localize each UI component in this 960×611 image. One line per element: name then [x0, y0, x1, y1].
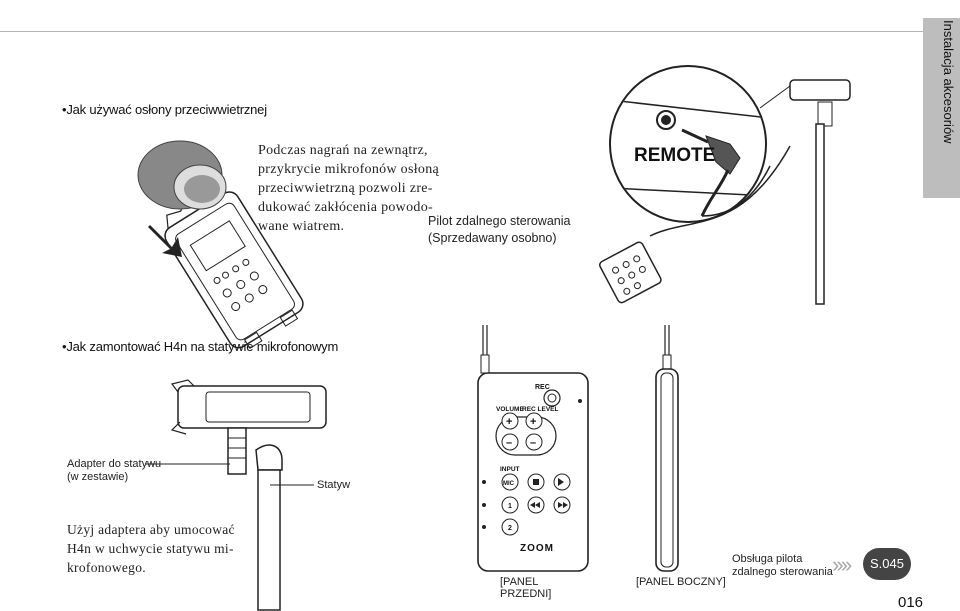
windscreen-line-5: wane wiatrem.: [258, 219, 345, 234]
remote-caption-line-2: (Sprzedawany osobno): [428, 231, 557, 245]
remote-side-panel: [655, 325, 679, 572]
rec-label: REC: [535, 384, 550, 391]
reference-arrows: ››››: [832, 552, 852, 577]
rec-level-label: REC LEVEL: [522, 406, 559, 413]
rec-level-minus-button: [525, 433, 543, 451]
channel-2-button: [501, 518, 519, 536]
windscreen-paragraph: Podczas nagrań na zewnątrz, przykrycie m…: [258, 141, 439, 236]
reference-text: Obsługa pilota zdalnego sterowania: [732, 553, 833, 579]
stand-leader-line: [270, 484, 314, 486]
mic-label: MIC: [503, 481, 515, 487]
windscreen-illustration: [137, 140, 304, 349]
side-panel-caption: [PANEL BOCZNY]: [636, 576, 726, 588]
windscreen-heading: •Jak używać osłony przeciwwietrznej: [62, 102, 267, 117]
windscreen-line-1: Podczas nagrań na zewnątrz,: [258, 143, 428, 158]
remote-front-panel: REC VOLUME REC LEVEL + + – – INPUT MIC 1…: [477, 325, 589, 572]
windscreen-line-2: przykrycie mikrofonów osłoną: [258, 162, 440, 177]
mic-stand-illustration: [170, 379, 327, 611]
mic-stand-heading: •Jak zamontować H4n na statywie mikrofon…: [62, 339, 339, 354]
reference-page-badge[interactable]: S.045: [863, 548, 911, 580]
instruction-line-3: krofonowego.: [67, 560, 146, 575]
instruction-line-2: H4n w uchwycie statywu mi-: [67, 541, 234, 556]
adapter-label: Adapter do statywu (w zestawie): [67, 458, 161, 484]
rec-level-plus-button: [525, 412, 543, 430]
mic-button: [501, 473, 519, 491]
windscreen-line-4: dukować zakłócenia powodo-: [258, 200, 433, 215]
remote-caption: Pilot zdalnego sterowania (Sprzedawany o…: [428, 213, 570, 247]
mic-stand-instruction: Użyj adaptera aby umocować H4n w uchwyci…: [67, 520, 235, 577]
volume-plus-button: [501, 412, 519, 430]
channel-2-label: 2: [508, 525, 512, 532]
svg-text:+: +: [506, 416, 512, 428]
adapter-label-line-1: Adapter do statywu: [67, 458, 162, 470]
section-tab-label: Instalacja akcesoriów: [941, 20, 956, 144]
adapter-label-line-2: (w zestawie): [67, 471, 129, 483]
reference-line-2: zdalnego sterowania: [732, 566, 833, 578]
channel-1-button: [501, 496, 519, 514]
svg-text:–: –: [530, 437, 536, 449]
remote-jack-label: REMOTE: [634, 145, 715, 166]
remote-jack-illustration: REMOTE: [599, 65, 851, 305]
input-label: INPUT: [500, 466, 520, 473]
adapter-leader-line: [145, 463, 230, 465]
svg-text:–: –: [506, 437, 512, 449]
reference-line-1: Obsługa pilota: [732, 553, 803, 565]
svg-text:+: +: [530, 416, 536, 428]
instruction-line-1: Użyj adaptera aby umocować: [67, 522, 235, 537]
volume-label: VOLUME: [496, 406, 524, 413]
page-number: 016: [898, 594, 924, 611]
windscreen-line-3: przeciwwietrzną pozwoli zre-: [258, 181, 433, 196]
remote-caption-line-1: Pilot zdalnego sterowania: [428, 214, 571, 228]
zoom-logo: ZOOM: [520, 543, 554, 554]
front-panel-caption: [PANEL PRZEDNI]: [500, 576, 552, 600]
volume-minus-button: [501, 433, 519, 451]
section-tab: [923, 18, 960, 198]
channel-1-label: 1: [508, 503, 512, 510]
reference-page-label: S.045: [870, 556, 904, 571]
top-rule: [0, 31, 930, 32]
stand-label: Statyw: [317, 479, 351, 491]
